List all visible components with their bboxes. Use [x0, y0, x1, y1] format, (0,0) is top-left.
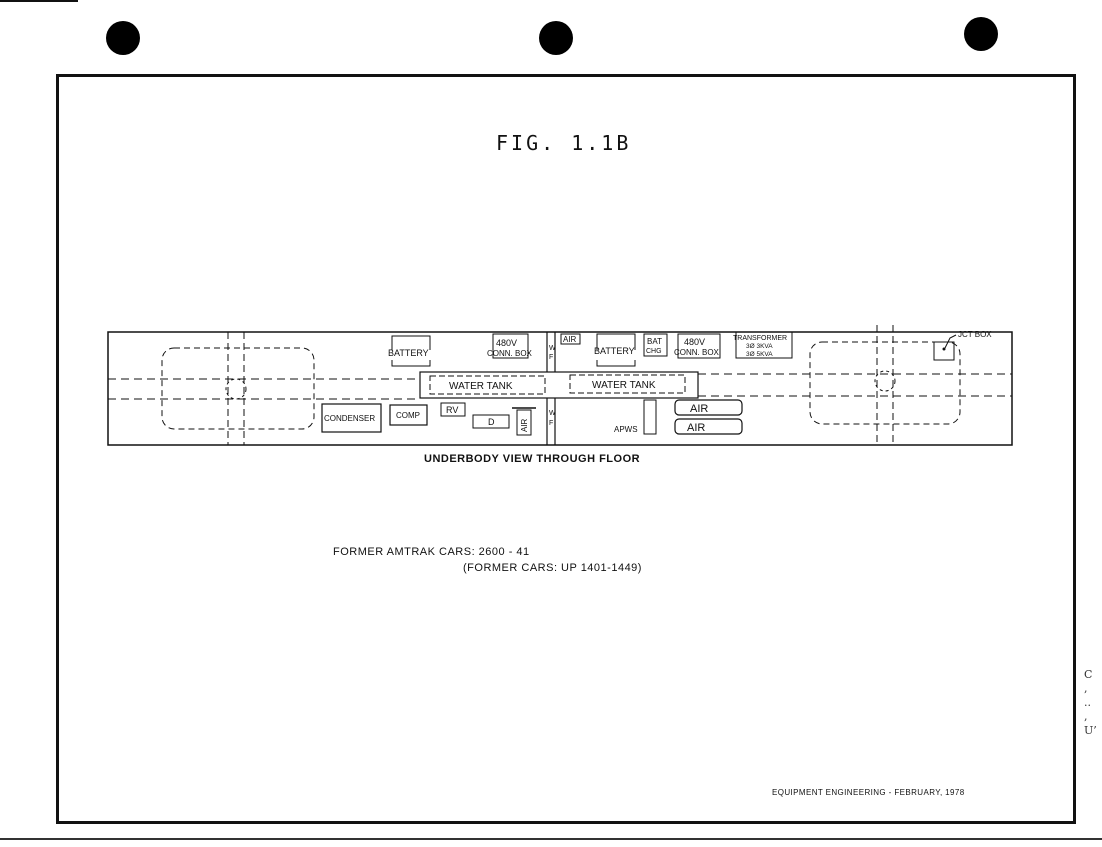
binder-hole-center — [539, 21, 573, 55]
rv-box — [440, 402, 466, 417]
transformer-label-c: 3Ø 5KVA — [746, 351, 773, 358]
transformer-label-b: 3Ø 3KVA — [746, 343, 773, 350]
binder-hole-right — [964, 17, 998, 51]
car-body-outline — [107, 331, 1013, 446]
water-tank-left-label: WATER TANK — [449, 381, 513, 392]
bottom-edge-rule — [0, 838, 1102, 840]
wf-lower-f: F — [549, 420, 553, 427]
wf-upper-f: F — [549, 354, 553, 361]
air-vertical-box — [516, 409, 532, 436]
condenser-box — [321, 403, 382, 433]
bat-chg-label-b: CHG — [646, 348, 662, 355]
page-frame — [56, 74, 1076, 824]
conn-box-left-label-a: 480V — [496, 338, 517, 348]
condenser-label: CONDENSER — [324, 414, 375, 423]
apws-box — [643, 399, 657, 435]
water-tank-left — [429, 375, 546, 395]
figure-title: FIG. 1.1B — [496, 131, 632, 155]
air-tank-2 — [674, 418, 743, 435]
battery-left-box — [391, 335, 431, 350]
bat-chg-box — [643, 333, 668, 357]
water-tank-right-label: WATER TANK — [592, 380, 656, 391]
conn-box-right-label-a: 480V — [684, 337, 705, 347]
air-tank-2-label: AIR — [687, 422, 705, 434]
left-truck-pivot — [225, 378, 247, 400]
jct-box-label: JCT BOX — [958, 330, 992, 339]
left-truck-outline — [161, 347, 315, 430]
transformer-label-a: TRANSFORMER — [733, 335, 787, 342]
comp-label: COMP — [396, 411, 420, 420]
battery-right-box — [596, 333, 636, 350]
wf-lower-w: W — [549, 410, 556, 417]
air-tank-1-label: AIR — [690, 403, 708, 415]
edge-scan-mark: C , .. , U’ — [1084, 668, 1097, 737]
right-truck-pivot — [874, 370, 896, 392]
water-tank-right — [569, 374, 686, 394]
conn-box-left — [492, 333, 529, 359]
conn-box-right — [677, 333, 721, 359]
air-vertical-label: AIR — [520, 418, 529, 432]
former-amtrak-cars-note: FORMER AMTRAK CARS: 2600 - 41 — [333, 546, 530, 558]
jct-box-leader — [944, 334, 957, 349]
air-small-box — [560, 333, 581, 345]
former-up-cars-note: (FORMER CARS: UP 1401-1449) — [463, 562, 642, 574]
rv-label: RV — [446, 405, 458, 415]
battery-right-label: BATTERY — [594, 346, 635, 356]
battery-right-box-bottom — [596, 360, 636, 367]
battery-left-label: BATTERY — [388, 348, 429, 358]
conn-box-right-label-b: CONN. BOX — [674, 348, 720, 357]
d-box — [472, 414, 510, 429]
air-small-label: AIR — [563, 335, 577, 344]
wf-upper-w: W — [549, 345, 556, 352]
diagram-caption: UNDERBODY VIEW THROUGH FLOOR — [424, 453, 641, 465]
conn-box-left-label-b: CONN. BOX — [487, 349, 533, 358]
bat-chg-label-a: BAT — [647, 337, 662, 346]
apws-label: APWS — [614, 425, 638, 434]
comp-box — [389, 404, 428, 426]
air-tank-1 — [674, 399, 743, 416]
footer-credit: EQUIPMENT ENGINEERING - FEBRUARY, 1978 — [772, 788, 965, 797]
transformer-box — [735, 331, 793, 359]
top-edge-rule — [0, 0, 78, 2]
binder-hole-left — [106, 21, 140, 55]
jct-box — [933, 341, 955, 361]
battery-left-box-bottom — [391, 360, 431, 367]
d-label: D — [488, 417, 495, 427]
right-truck-outline — [809, 341, 961, 425]
jct-box-dot — [942, 347, 946, 351]
